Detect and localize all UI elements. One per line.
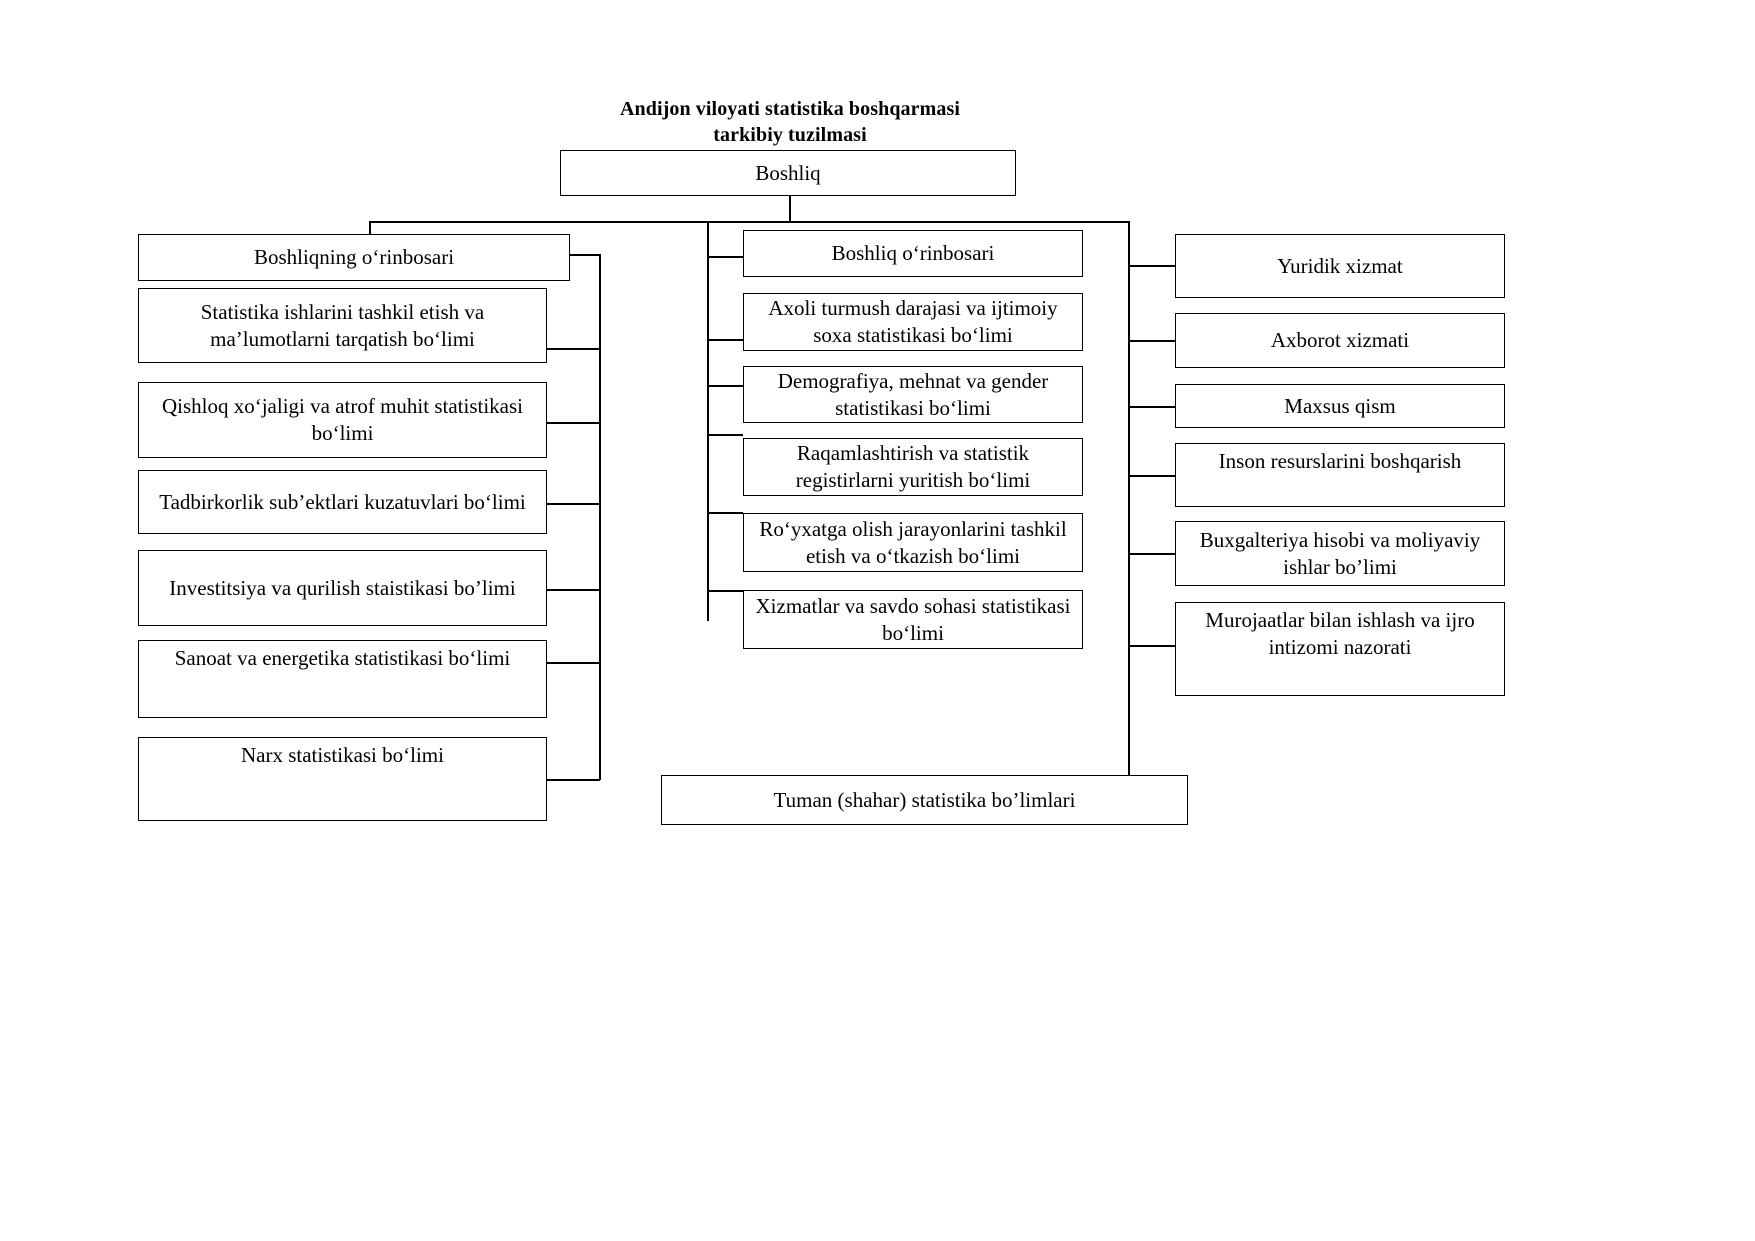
node-middle-5[interactable]: Xizmatlar va savdo sohasi statistikasi b… <box>743 590 1083 649</box>
connector-left-spine <box>599 254 601 780</box>
node-right-4[interactable]: Buxgalteriya hisobi va moliyaviy ishlar … <box>1175 521 1505 586</box>
node-right-1[interactable]: Axborot xizmati <box>1175 313 1505 368</box>
node-middle-1[interactable]: Axoli turmush darajasi va ijtimoiy soxa … <box>743 293 1083 351</box>
node-left-5[interactable]: Sanoat va energetika statistikasi bo‘lim… <box>138 640 547 718</box>
node-middle-4[interactable]: Ro‘yxatga olish jarayonlarini tashkil et… <box>743 513 1083 572</box>
connector-right-spine <box>1128 221 1130 801</box>
connector-left-stub-1 <box>547 348 600 350</box>
connector-left-stub-3 <box>547 503 600 505</box>
node-middle-3[interactable]: Raqamlashtirish va statistik registirlar… <box>743 438 1083 496</box>
node-middle-1-label: Axoli turmush darajasi va ijtimoiy soxa … <box>768 296 1058 347</box>
connector-middle-stub-5 <box>707 385 743 387</box>
node-left-6[interactable]: Narx statistikasi bo‘limi <box>138 737 547 821</box>
node-left-0[interactable]: Boshliqning o‘rinbosari <box>138 234 570 281</box>
node-bottom-tuman-label: Tuman (shahar) statistika bo’limlari <box>773 787 1076 812</box>
connector-left-stub-6 <box>547 779 600 781</box>
connector-right-stub-5 <box>1128 645 1175 647</box>
connector-right-stub-1 <box>1128 340 1175 342</box>
node-left-5-label: Sanoat va energetika statistikasi bo‘lim… <box>174 646 511 670</box>
node-left-6-label: Narx statistikasi bo‘limi <box>241 743 444 767</box>
node-left-2[interactable]: Qishloq xo‘jaligi va atrof muhit statist… <box>138 382 547 458</box>
connector-middle-spine <box>707 221 709 621</box>
node-left-1-label: Statistika ishlarini tashkil etish va ma… <box>200 299 485 351</box>
connector-left-branch-drop <box>369 221 371 234</box>
connector-left-stub-5 <box>547 662 600 664</box>
node-middle-5-label: Xizmatlar va savdo sohasi statistikasi b… <box>755 593 1071 645</box>
node-left-3-label: Tadbirkorlik sub’ektlari kuzatuvlari bo‘… <box>159 489 526 514</box>
connector-root-drop <box>789 196 791 222</box>
node-left-0-label: Boshliqning o‘rinbosari <box>253 245 455 269</box>
node-left-2-label: Qishloq xo‘jaligi va atrof muhit statist… <box>161 394 524 445</box>
node-left-4-label: Investitsiya va qurilish staistikasi bo’… <box>169 575 516 600</box>
node-bottom-tuman[interactable]: Tuman (shahar) statistika bo’limlari <box>661 775 1188 825</box>
connector-left-stub-4 <box>547 589 600 591</box>
node-right-3[interactable]: Inson resurslarini boshqarish <box>1175 443 1505 507</box>
connector-right-stub-3 <box>1128 475 1175 477</box>
node-right-4-label: Buxgalteriya hisobi va moliyaviy ishlar … <box>1199 527 1481 579</box>
node-middle-0[interactable]: Boshliq o‘rinbosari <box>743 230 1083 277</box>
node-left-4[interactable]: Investitsiya va qurilish staistikasi bo’… <box>138 550 547 626</box>
node-right-2-label: Maxsus qism <box>1284 393 1396 418</box>
connector-middle-stub-0 <box>707 256 743 258</box>
node-right-0[interactable]: Yuridik xizmat <box>1175 234 1505 298</box>
node-middle-2[interactable]: Demografiya, mehnat va gender statistika… <box>743 366 1083 423</box>
node-right-1-label: Axborot xizmati <box>1270 328 1410 352</box>
connector-left-stub-0 <box>570 254 600 256</box>
node-left-1[interactable]: Statistika ishlarini tashkil etish va ma… <box>138 288 547 363</box>
chart-title-line-1: Andijon viloyati statistika boshqarmasi <box>619 98 961 120</box>
connector-middle-stub-1 <box>707 339 743 341</box>
node-right-5-label: Murojaatlar bilan ishlash va ijro intizo… <box>1205 608 1475 659</box>
connector-right-stub-2 <box>1128 406 1175 408</box>
node-middle-2-label: Demografiya, mehnat va gender statistika… <box>777 368 1049 420</box>
node-left-3[interactable]: Tadbirkorlik sub’ektlari kuzatuvlari bo‘… <box>138 470 547 534</box>
node-boshliq-label: Boshliq <box>755 160 821 185</box>
connector-right-stub-4 <box>1128 553 1175 555</box>
node-middle-0-label: Boshliq o‘rinbosari <box>831 241 995 265</box>
node-middle-3-label: Raqamlashtirish va statistik registirlar… <box>795 441 1031 492</box>
connector-middle-stub-3 <box>707 512 743 514</box>
chart-title-line-2: tarkibiy tuzilmasi <box>713 124 867 146</box>
node-right-0-label: Yuridik xizmat <box>1277 253 1403 278</box>
chart-title: Andijon viloyati statistika boshqarmasi … <box>528 96 1052 148</box>
connector-main-bus <box>370 221 1130 223</box>
connector-middle-stub-4 <box>707 590 743 592</box>
node-boshliq[interactable]: Boshliq <box>560 150 1016 196</box>
node-right-5[interactable]: Murojaatlar bilan ishlash va ijro intizo… <box>1175 602 1505 696</box>
node-right-2[interactable]: Maxsus qism <box>1175 384 1505 428</box>
node-right-3-label: Inson resurslarini boshqarish <box>1218 449 1462 473</box>
node-middle-4-label: Ro‘yxatga olish jarayonlarini tashkil et… <box>759 516 1067 568</box>
connector-left-stub-2 <box>547 422 600 424</box>
connector-right-stub-0 <box>1128 265 1175 267</box>
connector-middle-stub-2 <box>707 434 743 436</box>
